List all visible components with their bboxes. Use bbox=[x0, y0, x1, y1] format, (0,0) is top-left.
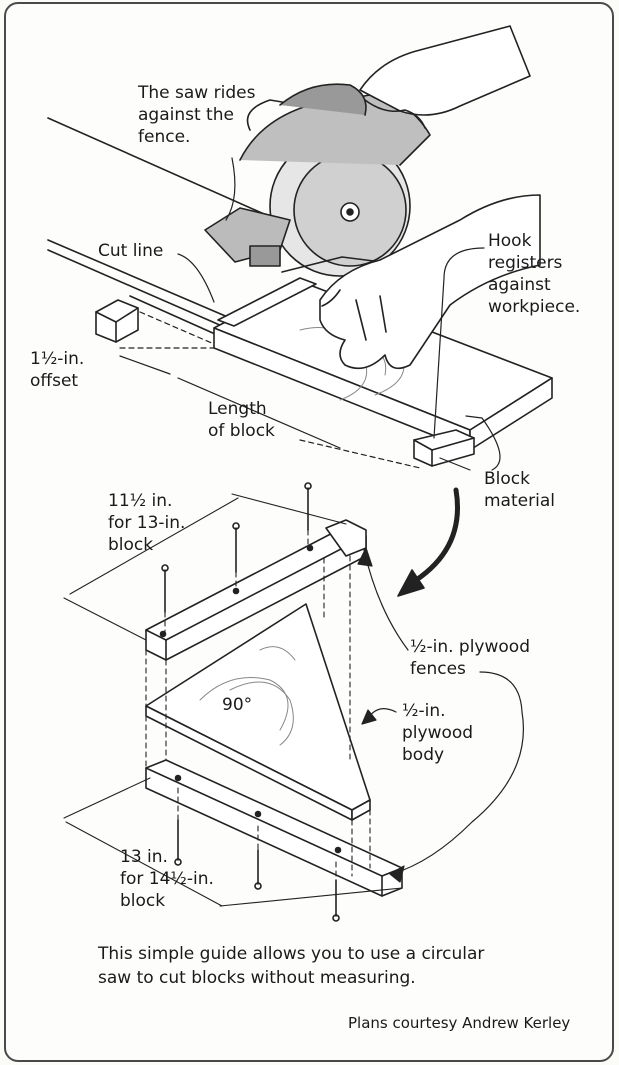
figure-caption: This simple guide allows you to use a ci… bbox=[98, 944, 485, 988]
figure-credit: Plans courtesy Andrew Kerley bbox=[348, 1014, 571, 1032]
label-offset: 1½-in. offset bbox=[30, 349, 85, 391]
assembly-lines bbox=[145, 529, 371, 881]
label-plywood-fences: ½-in. plywood fences bbox=[410, 637, 530, 679]
label-90-degrees: 90° bbox=[222, 695, 253, 715]
label-length-of-block: Length of block bbox=[208, 399, 275, 441]
label-cut-line: Cut line bbox=[98, 241, 164, 261]
direction-arrow bbox=[397, 487, 460, 597]
label-hook: Hook registers against workpiece. bbox=[488, 231, 581, 317]
label-block-material: Block material bbox=[484, 469, 555, 511]
plywood-body bbox=[145, 603, 371, 821]
leader-lines-top bbox=[119, 157, 501, 471]
label-saw-rides: The saw rides against the fence. bbox=[138, 83, 256, 147]
cut-line bbox=[119, 311, 421, 469]
dimension-lines-bottom bbox=[63, 493, 403, 907]
label-plywood-body: ½-in. plywood body bbox=[402, 701, 474, 765]
circular-saw bbox=[204, 83, 431, 277]
screws-top bbox=[161, 482, 312, 613]
hands bbox=[319, 25, 541, 370]
scrap-block bbox=[95, 299, 139, 343]
leader-lines-bottom bbox=[357, 547, 524, 883]
label-11-half-in: 11½ in. for 13-in. block bbox=[108, 491, 186, 555]
screws-bottom bbox=[174, 819, 340, 922]
workpiece-rails bbox=[47, 117, 283, 335]
label-13-in: 13 in. for 14½-in. block bbox=[120, 847, 214, 911]
